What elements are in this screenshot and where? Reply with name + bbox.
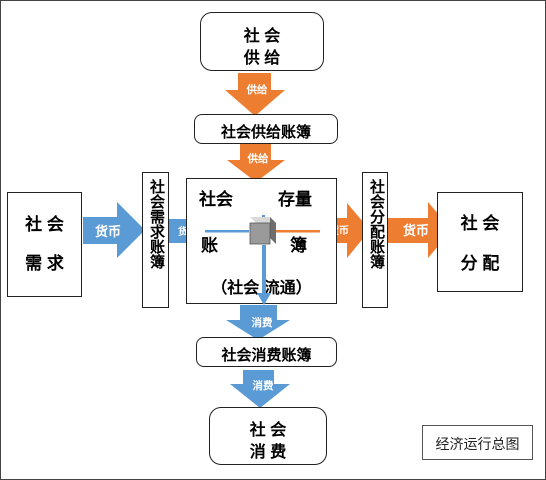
demand-ledger-label: 社会需求账簿 (148, 179, 165, 269)
caption-label: 经济运行总图 (435, 436, 520, 452)
consumption-arrow-upper (226, 305, 290, 340)
stock-ledger-bottom: （社会 流通） (211, 280, 312, 297)
supply-arrow-second (227, 142, 285, 182)
social-consumption-box: 社 会 消 费 (209, 407, 327, 465)
social-distribution-box: 社 会 分 配 (437, 192, 523, 292)
social-demand-line-2: 需 求 (25, 254, 64, 273)
social-consumption-line-2: 消 费 (249, 444, 287, 461)
supply-ledger-label: 社会供给账簿 (220, 124, 311, 141)
consumption-arrow-lower (230, 370, 290, 408)
social-supply-line-2: 供 给 (243, 50, 281, 67)
consumption-arrow-lower-label: 消费 (253, 379, 274, 392)
stock-ledger-top-left: 社会 (199, 190, 233, 209)
consumption-ledger-label: 社会消费账簿 (221, 347, 312, 364)
consumption-ledger-box: 社会消费账簿 (196, 337, 337, 367)
supply-ledger-box: 社会供给账簿 (194, 114, 338, 144)
social-supply-line-1: 社 会 (243, 28, 281, 45)
social-consumption-line-1: 社 会 (249, 422, 287, 439)
money-arrow-distribution (388, 202, 452, 258)
distribution-ledger-label: 社会分配账簿 (368, 179, 385, 269)
stock-ledger-top-right: 存量 (278, 190, 312, 209)
social-supply-box: 社 会 供 给 (200, 12, 324, 71)
social-distribution-line-2: 分 配 (460, 254, 500, 273)
demand-ledger-box: 社会需求账簿 (142, 172, 169, 308)
supply-arrow-second-label: 供给 (247, 152, 269, 165)
stock-ledger-box: 社会 存量 账 簿 （社会 流通） (186, 178, 337, 304)
money-arrow-distribution-label: 货币 (403, 223, 429, 238)
social-demand-line-1: 社 会 (25, 215, 64, 234)
supply-arrow-top-label: 供给 (246, 83, 268, 96)
caption-box: 经济运行总图 (422, 425, 533, 460)
supply-arrow-top (225, 73, 285, 116)
distribution-ledger-box: 社会分配账簿 (362, 172, 388, 308)
consumption-arrow-upper-label: 消费 (252, 316, 273, 329)
social-demand-box: 社 会 需 求 (7, 192, 82, 297)
stock-ledger-mid-left: 账 (201, 236, 218, 255)
social-distribution-line-1: 社 会 (460, 214, 500, 233)
stock-ledger-mid-right: 簿 (290, 236, 307, 255)
money-arrow-demand-label: 货币 (95, 224, 121, 239)
money-arrow-demand (83, 202, 145, 258)
money-arrow-out-stock (320, 203, 370, 258)
